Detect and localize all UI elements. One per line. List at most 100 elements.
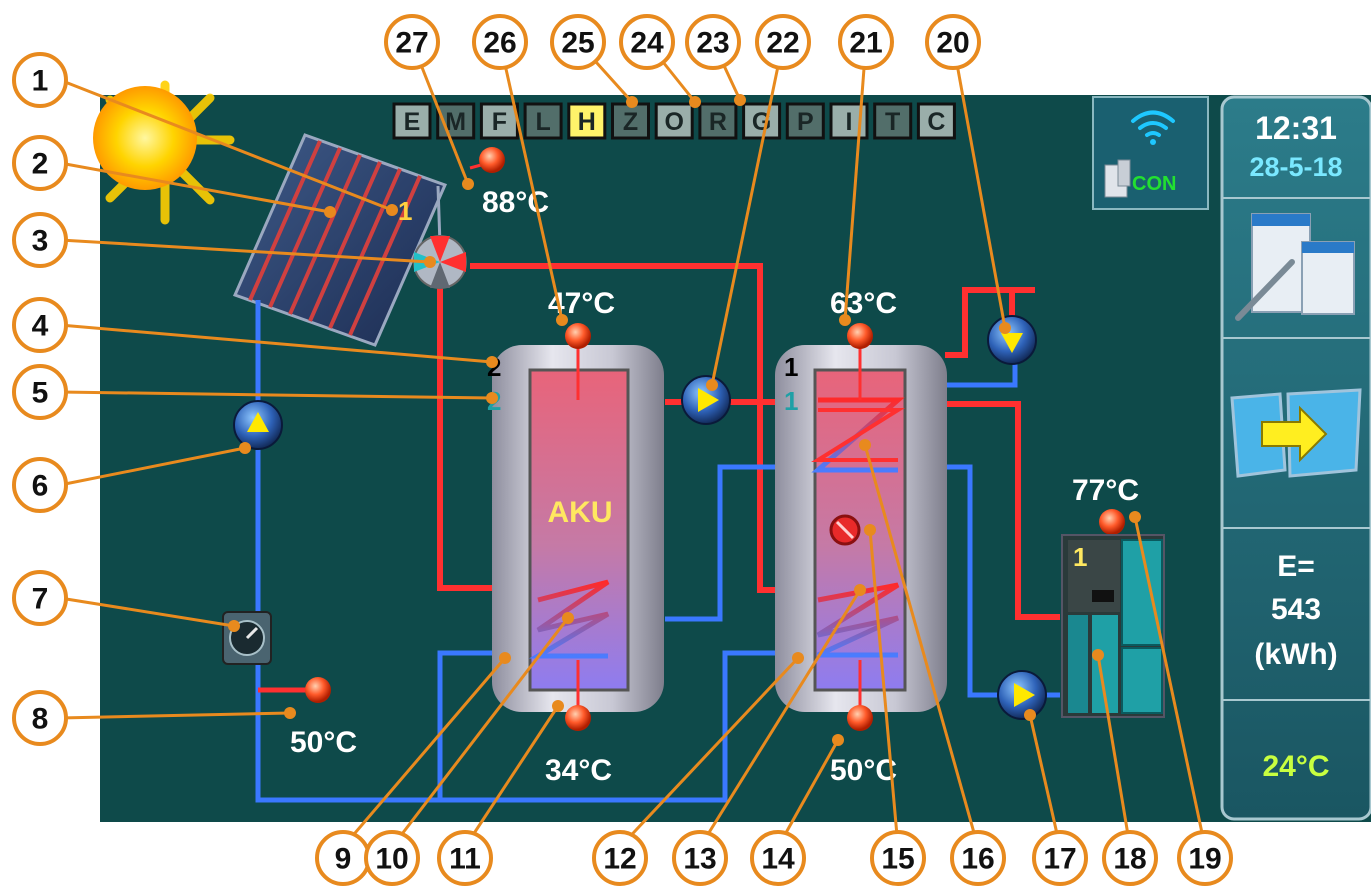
callout-number: 3 (32, 225, 49, 258)
mode-letter: M (445, 108, 466, 136)
callout-number: 10 (375, 843, 408, 876)
sensor-icon (565, 705, 591, 731)
mode-letter: L (535, 108, 550, 136)
callout-16: 16 (950, 830, 1006, 886)
callout-number: 27 (395, 27, 428, 60)
callout-20: 20 (925, 14, 981, 70)
mode-cell-z: Z (611, 102, 650, 140)
mode-letter: P (797, 108, 814, 136)
callout-number: 24 (630, 27, 664, 60)
callout-number: 1 (32, 65, 49, 98)
callout-number: 13 (683, 843, 716, 876)
callout-23: 23 (685, 14, 741, 70)
tank-label: AKU (548, 496, 613, 529)
callout-number: 21 (849, 27, 882, 60)
callout-11: 11 (437, 830, 493, 886)
connection-status-label: CON (1132, 173, 1176, 195)
settings-sliders-icon[interactable] (1235, 213, 1355, 321)
mode-letter: Z (623, 108, 638, 136)
mode-letter: E (404, 108, 421, 136)
mode-cell-p: P (785, 102, 825, 140)
room-temperature: 24°C (1262, 750, 1329, 783)
callout-1: 1 (12, 52, 68, 108)
flow-meter-icon (222, 611, 272, 665)
callout-number: 2 (32, 148, 49, 181)
callout-2: 2 (12, 135, 68, 191)
callout-14: 14 (750, 830, 806, 886)
callout-number: 14 (761, 843, 795, 876)
callout-15: 15 (870, 830, 926, 886)
callout-21: 21 (838, 14, 894, 70)
callout-dots (228, 94, 1141, 746)
boiler-top-temperature: 63°C (830, 287, 897, 320)
callout-22: 22 (755, 14, 811, 70)
callout-6: 6 (12, 457, 68, 513)
callout-19: 19 (1177, 830, 1233, 886)
boiler-marker-teal: 1 (784, 386, 798, 416)
mode-cell-f: F (479, 102, 519, 140)
callout-number: 11 (449, 843, 481, 876)
aku-tank (492, 345, 664, 712)
callout-26: 26 (472, 14, 528, 70)
callout-4: 4 (12, 297, 68, 353)
mode-letter: I (846, 108, 853, 136)
return-temperature: 50°C (290, 726, 357, 759)
mode-cell-c: C (916, 102, 956, 140)
callout-13: 13 (672, 830, 728, 886)
mode-cell-o: O (654, 102, 694, 140)
solar-collector (232, 133, 448, 347)
callout-number: 5 (32, 377, 49, 410)
aku-bottom-temperature: 34°C (545, 754, 612, 787)
energy-line-1: E= (1277, 550, 1315, 583)
sensor-icon (847, 323, 873, 349)
mode-cell-h: H (567, 102, 607, 140)
callout-leaders (59, 40, 1207, 849)
mode-letter: O (664, 108, 683, 136)
callout-18: 18 (1102, 830, 1158, 886)
mode-cell-t: T (873, 102, 913, 140)
sensor-icon (479, 147, 505, 173)
heater-marker: 1 (1073, 542, 1087, 572)
mode-cell-m: M (436, 102, 476, 140)
callout-number: 20 (936, 27, 969, 60)
sensor-icon (305, 677, 331, 703)
mode-cell-r: R (698, 102, 738, 140)
callout-number: 6 (32, 470, 49, 503)
mode-letter: R (709, 108, 727, 136)
callout-number: 26 (483, 27, 516, 60)
heater-temperature: 77°C (1072, 474, 1139, 507)
sun-icon (93, 80, 235, 225)
pump-icon (987, 315, 1037, 365)
boiler-bottom-temperature: 50°C (830, 754, 897, 787)
callout-number: 7 (32, 583, 49, 616)
callout-number: 25 (561, 27, 594, 60)
callout-number: 17 (1043, 843, 1076, 876)
router-icon (1104, 159, 1131, 198)
connection-status: CON (1092, 96, 1209, 210)
callout-5: 5 (12, 364, 68, 420)
callout-number: 4 (32, 310, 49, 343)
sensor-icon (847, 705, 873, 731)
callout-3: 3 (12, 212, 68, 268)
clock-time: 12:31 (1255, 110, 1337, 146)
energy-value: 543 (1271, 593, 1321, 626)
callout-number: 9 (335, 843, 352, 876)
clock-date: 28-5-18 (1249, 152, 1342, 182)
callout-17: 17 (1032, 830, 1088, 886)
three-way-valve-icon (413, 235, 467, 289)
callout-number: 12 (603, 843, 636, 876)
callout-9: 9 (315, 830, 371, 886)
collector-marker: 1 (398, 196, 412, 226)
callout-7: 7 (12, 570, 68, 626)
callout-number: 16 (961, 843, 994, 876)
pump-icon (681, 375, 731, 425)
mode-cell-e: E (392, 102, 432, 140)
temperature-sensors (305, 147, 1125, 731)
switch-screen-icon[interactable] (1230, 388, 1362, 478)
pump-icon (233, 400, 283, 450)
callout-number: 8 (32, 703, 49, 736)
